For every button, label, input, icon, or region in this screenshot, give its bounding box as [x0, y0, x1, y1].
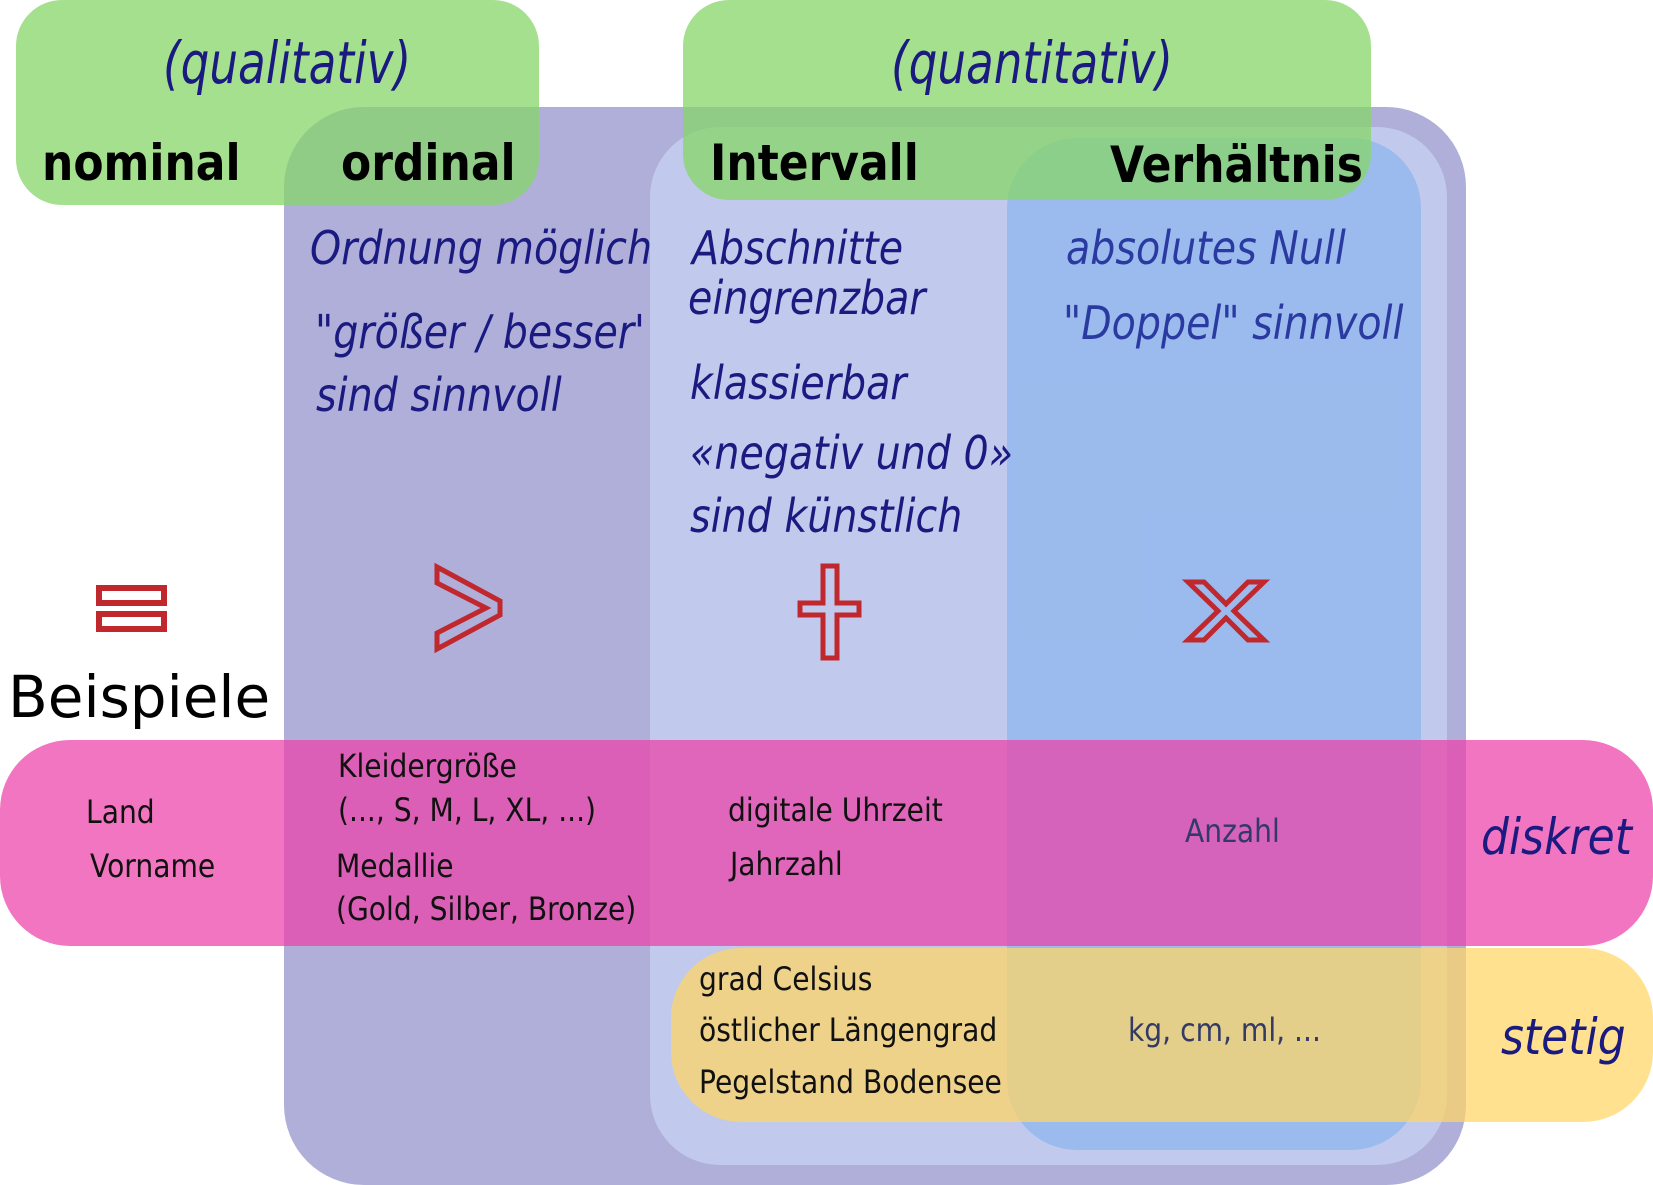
examples-heading: Beispiele — [8, 663, 271, 731]
continuous-label: stetig — [1501, 1008, 1626, 1066]
example-ratio-continuous: kg, cm, ml, ... — [1128, 1011, 1321, 1049]
example-ordinal-discrete: (..., S, M, L, XL, ...) — [338, 791, 597, 829]
interval-property: Abschnitte — [692, 221, 904, 275]
discrete-label: diskret — [1481, 808, 1632, 866]
ratio-property: absolutes Null — [1066, 221, 1346, 275]
example-ordinal-discrete: Medallie — [336, 847, 454, 885]
quantitative-group-box — [683, 0, 1371, 200]
example-interval-discrete: digitale Uhrzeit — [728, 791, 943, 829]
interval-property: eingrenzbar — [688, 271, 926, 325]
level-ratio: Verhältnis — [1110, 136, 1363, 194]
example-interval-continuous: grad Celsius — [699, 960, 873, 998]
example-ordinal-discrete: (Gold, Silber, Bronze) — [336, 890, 637, 928]
level-interval: Intervall — [710, 134, 919, 192]
discrete-band — [0, 740, 1653, 946]
plus-icon — [797, 563, 862, 661]
example-interval-discrete: Jahrzahl — [730, 845, 843, 883]
qualitative-label: (qualitativ) — [163, 29, 412, 97]
equals-icon — [96, 585, 167, 632]
example-nominal-discrete: Vorname — [90, 847, 216, 885]
quantitative-label: (quantitativ) — [891, 29, 1173, 97]
qualitative-group-box — [16, 0, 539, 205]
continuous-band — [671, 948, 1653, 1122]
interval-property: klassierbar — [690, 356, 907, 410]
ordinal-property: sind sinnvoll — [316, 368, 562, 422]
example-interval-continuous: östlicher Längengrad — [699, 1011, 998, 1049]
ratio-property: "Doppel" sinnvoll — [1063, 296, 1404, 350]
example-interval-continuous: Pegelstand Bodensee — [699, 1063, 1002, 1101]
greater-than-icon — [434, 562, 503, 654]
interval-property: «negativ und 0» — [690, 426, 1014, 480]
example-nominal-discrete: Land — [86, 793, 155, 831]
ordinal-property: Ordnung möglich — [310, 221, 653, 275]
example-ratio-discrete: Anzahl — [1185, 812, 1280, 850]
ordinal-property: "größer / besser' — [315, 305, 645, 359]
level-ordinal: ordinal — [341, 134, 516, 192]
interval-property: sind künstlich — [690, 489, 963, 543]
example-ordinal-discrete: Kleidergröße — [338, 747, 517, 785]
level-nominal: nominal — [42, 134, 241, 192]
times-icon — [1181, 579, 1271, 643]
